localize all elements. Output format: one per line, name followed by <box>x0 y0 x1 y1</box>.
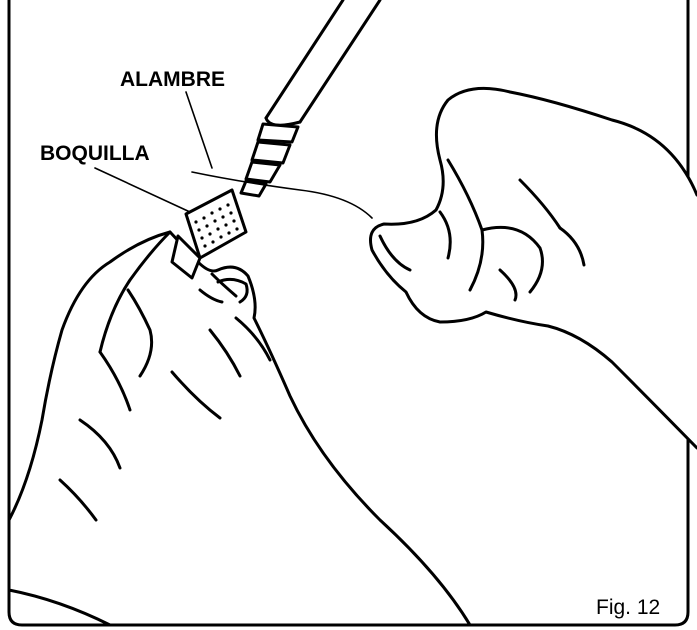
gun-tube <box>241 0 380 196</box>
wire-leader-line <box>186 92 212 168</box>
wire-label: ALAMBRE <box>120 68 225 91</box>
left-hand <box>9 232 470 625</box>
right-hand <box>371 88 697 448</box>
figure-caption: Fig. 12 <box>596 596 660 619</box>
nozzle-label: BOQUILLA <box>40 142 150 165</box>
nozzle-leader-line <box>95 168 190 212</box>
nozzle <box>172 190 246 278</box>
